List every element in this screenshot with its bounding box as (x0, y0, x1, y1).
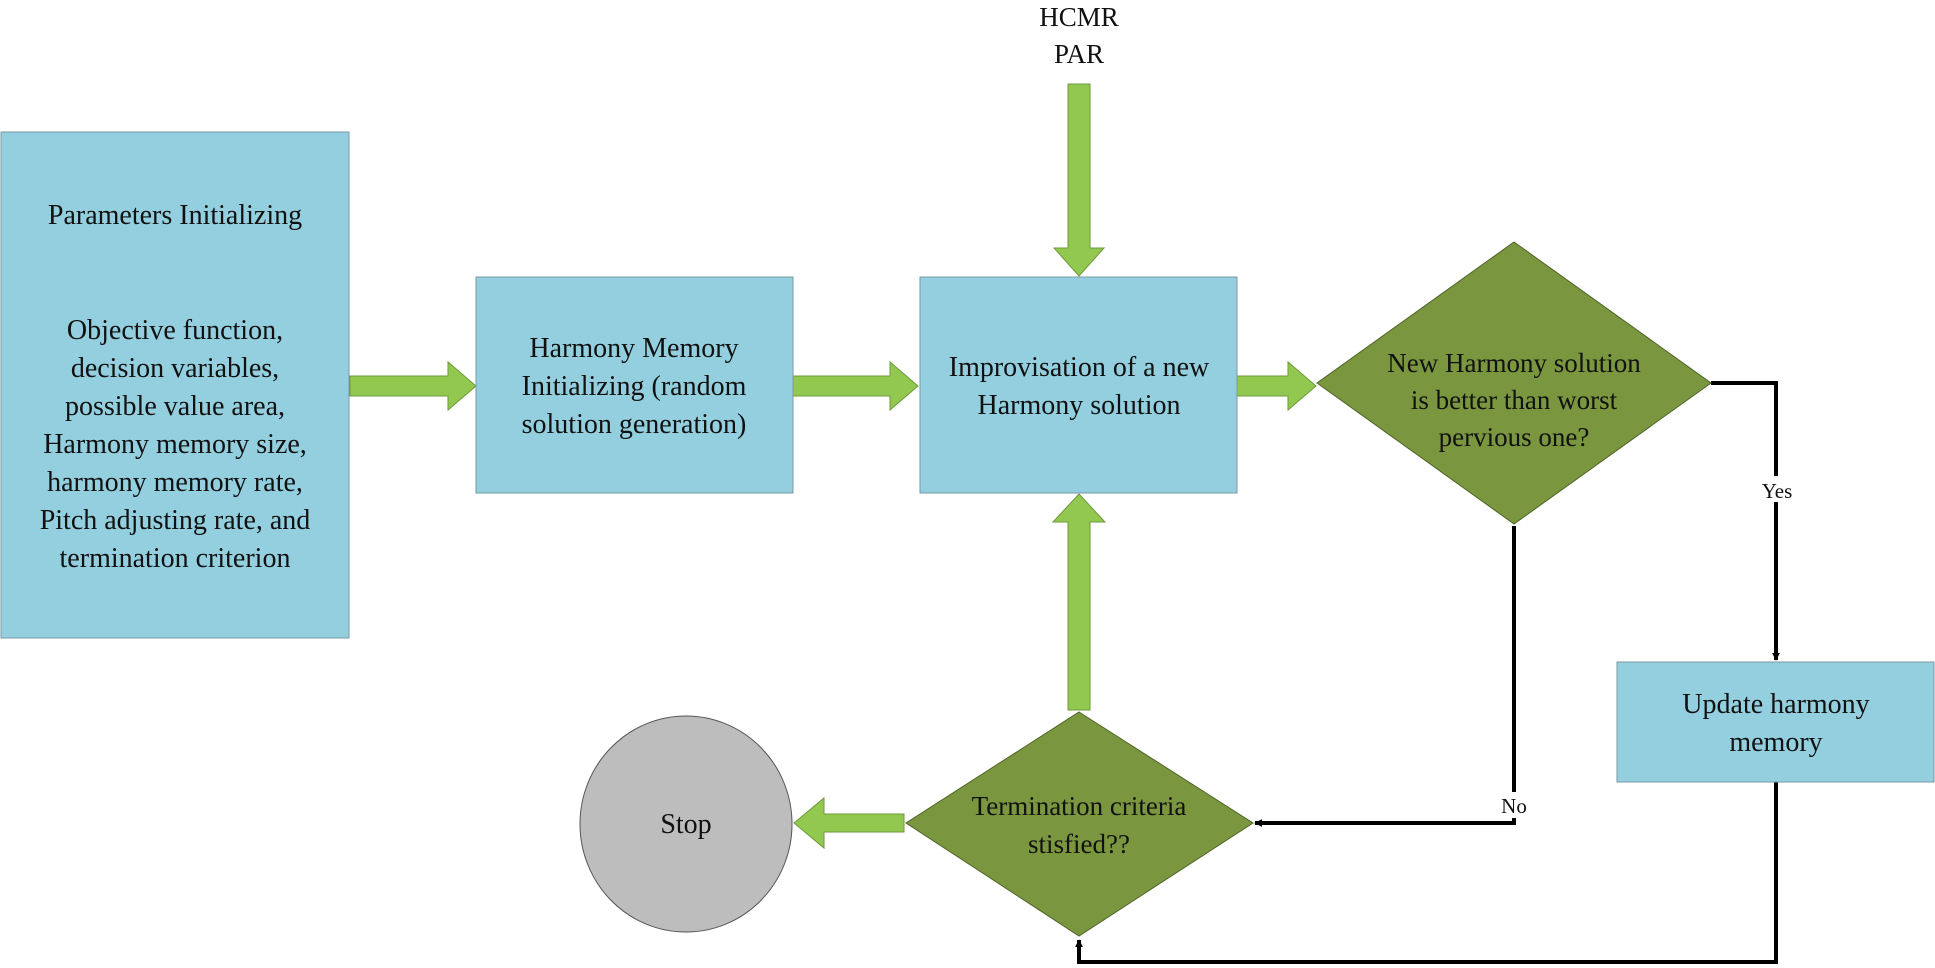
arrow-params-to-hm (349, 360, 477, 412)
arrow-hm-to-improv (792, 360, 919, 412)
yes-connector (1711, 381, 1780, 661)
arrow-input-to-improv (1052, 83, 1106, 277)
improv-line: Harmony solution (978, 390, 1181, 421)
decision-better-diamond: New Harmony solution is better than wors… (1316, 241, 1712, 525)
hm-line: Harmony Memory (529, 333, 738, 364)
update-line: memory (1729, 727, 1822, 758)
no-connector (1254, 526, 1516, 827)
improvisation-box: Improvisation of a new Harmony solution (919, 276, 1238, 494)
decision-termination-diamond: Termination criteria stisfied?? (905, 711, 1254, 937)
params-title: Parameters Initializing (48, 200, 302, 231)
decision-term-line: stisfied?? (1028, 829, 1130, 859)
arrow-improv-to-decision (1236, 360, 1317, 412)
hm-line: Initializing (random (522, 371, 747, 402)
improv-line: Improvisation of a new (949, 352, 1210, 383)
stop-node: Stop (579, 715, 793, 933)
params-line: decision variables, (71, 353, 279, 384)
update-to-term-connector (1075, 782, 1778, 964)
update-line: Update harmony (1682, 689, 1869, 720)
stop-label: Stop (660, 809, 711, 840)
params-line: termination criterion (60, 543, 291, 574)
params-initializing-box: Parameters Initializing Objective functi… (0, 131, 350, 639)
arrow-term-to-improv (1051, 493, 1107, 711)
params-line: Harmony memory size, (43, 429, 307, 460)
decision-better-line: pervious one? (1439, 422, 1590, 452)
edge-label-yes: Yes (1762, 479, 1793, 503)
update-harmony-memory-box: Update harmony memory (1616, 661, 1935, 783)
params-line: Objective function, (67, 315, 283, 346)
decision-term-line: Termination criteria (972, 791, 1187, 821)
input-label-hcmr: HCMR (1039, 2, 1119, 32)
arrow-term-to-stop (793, 796, 905, 850)
decision-better-line: is better than worst (1411, 385, 1618, 415)
params-line: harmony memory rate, (47, 467, 303, 498)
hm-line: solution generation) (522, 409, 747, 440)
params-line: possible value area, (65, 391, 285, 422)
edge-label-no: No (1501, 794, 1527, 818)
params-line: Pitch adjusting rate, and (40, 505, 311, 536)
decision-better-line: New Harmony solution (1387, 348, 1641, 378)
harmony-memory-init-box: Harmony Memory Initializing (random solu… (475, 276, 794, 494)
input-label-par: PAR (1054, 39, 1104, 69)
